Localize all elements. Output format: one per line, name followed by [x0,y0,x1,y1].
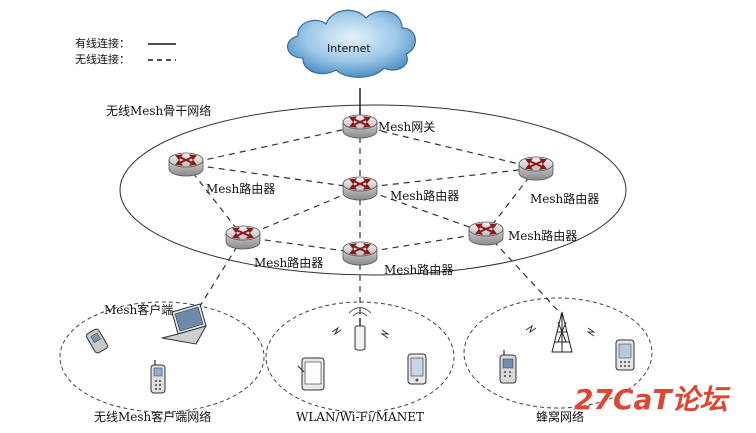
router-icon [468,221,504,246]
antenna-icon [331,307,390,351]
gateway-label: Mesh网关 [378,120,436,134]
router-icon [518,156,554,181]
phone-icon [86,328,108,354]
router-icon [225,225,261,250]
router-label-bottom-right: Mesh路由器 [508,229,578,243]
wireless-links [181,125,563,336]
phone-icon [150,360,166,394]
cellular-network-label: 蜂窝网络 [536,410,585,424]
router-label-center: Mesh路由器 [390,189,460,203]
router-label-bottom-center: Mesh路由器 [384,263,454,277]
router-icon [342,176,378,201]
router-icon [342,241,378,266]
phone-icon [499,350,517,384]
router-label-right: Mesh路由器 [530,192,600,206]
phone-icon [615,339,635,371]
pda-icon [407,353,427,385]
router-label-left: Mesh路由器 [206,182,276,196]
wlan-network-ellipse [265,301,455,413]
cloud-icon [287,9,416,78]
wlan-network-label: WLAN/Wi-Fi/MANET [296,410,424,424]
client-network-ellipse [59,301,265,413]
client-network-label: 无线Mesh客户端网络 [94,410,212,424]
laptop-icon [161,303,208,345]
watermark-logo: 27CaT论坛 [574,383,728,416]
internet-label: Internet [327,42,371,55]
router-label-bottom-left: Mesh路由器 [254,256,324,270]
router-icon [342,114,378,139]
legend-wired-label: 有线连接： [75,37,130,50]
backbone-ellipse [119,104,627,276]
legend-wireless-label: 无线连接： [75,53,130,66]
router-icon [168,152,204,177]
cell-tower-icon [525,311,596,353]
mesh-client-label: Mesh客户端 [104,303,174,317]
cellular-network-ellipse [463,297,653,409]
pda-icon [297,357,325,391]
backbone-title: 无线Mesh骨干网络 [106,104,212,118]
